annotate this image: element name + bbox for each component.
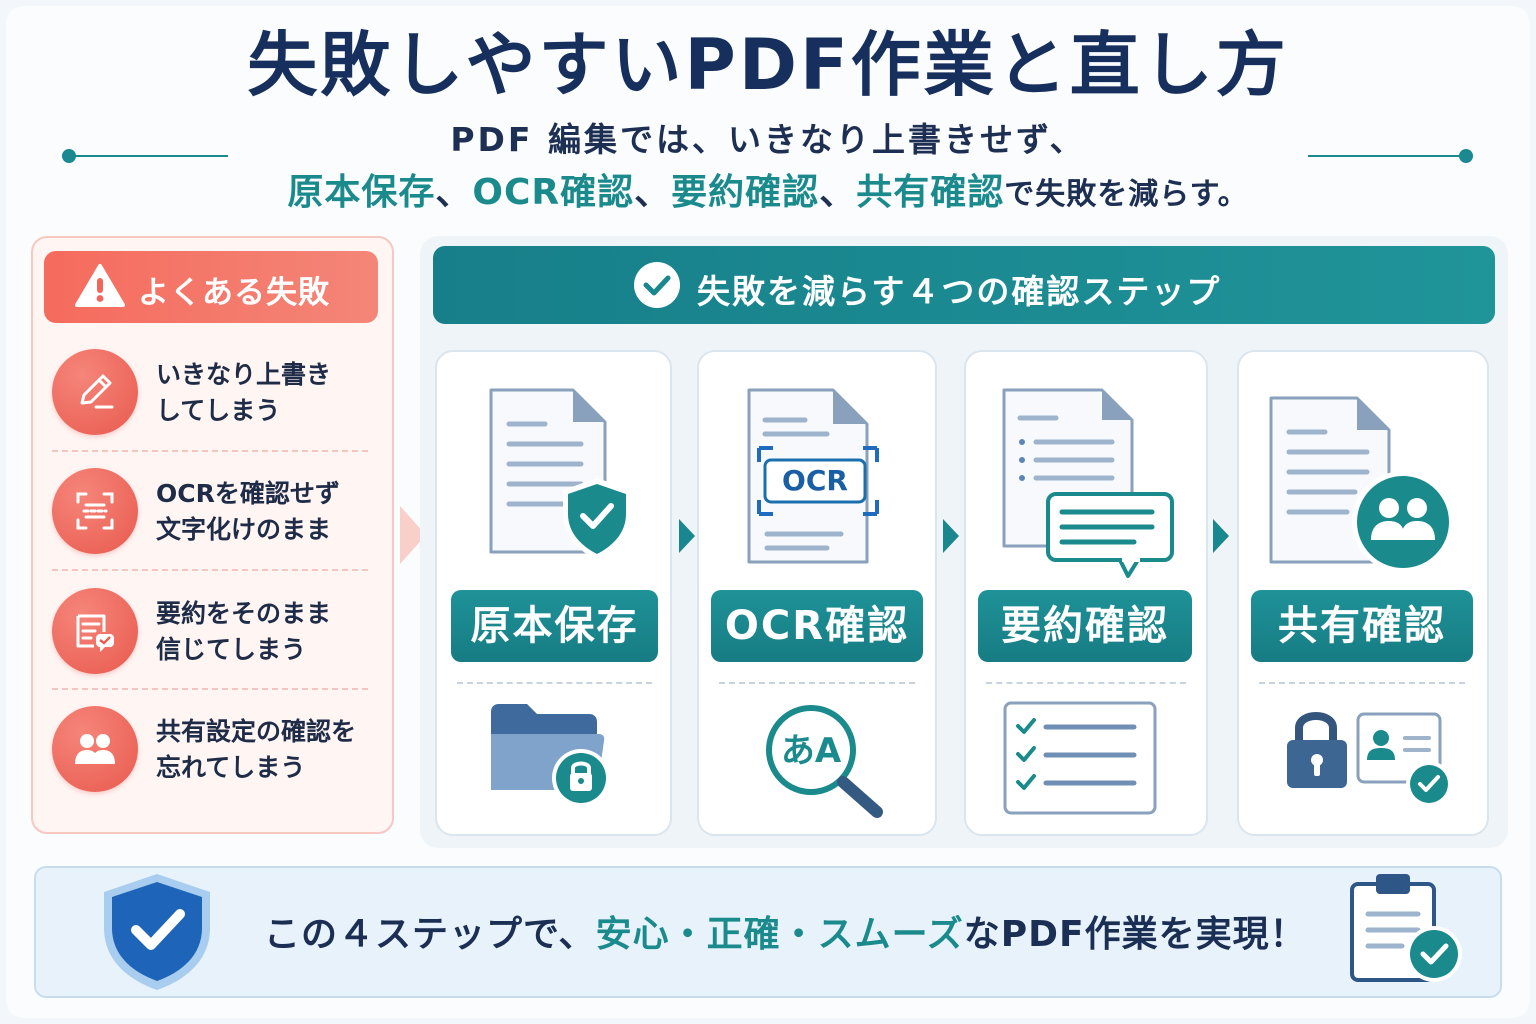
step-card-original-save: 原本保存	[435, 350, 672, 836]
decoration-dot-left	[62, 149, 76, 163]
summary-text-after: なPDF作業を実現！	[963, 914, 1307, 955]
failures-heading-label: よくある失敗	[138, 275, 330, 311]
document-chat-icon	[1002, 388, 1174, 578]
warning-icon	[74, 263, 126, 317]
divider	[986, 682, 1186, 684]
decoration-line-right	[1308, 155, 1466, 157]
checklist-icon	[1003, 701, 1157, 815]
text-magnifier-icon: あA	[766, 705, 883, 818]
divider	[457, 682, 652, 684]
flow-arrow-icon	[1212, 518, 1230, 558]
document-ocr-icon: OCR	[747, 388, 879, 564]
keyword-separator: 、	[634, 172, 672, 213]
keyword-share-check: 共有確認	[856, 172, 1005, 213]
step-card-ocr-check: OCR OCR確認 あA	[697, 350, 937, 836]
flow-arrow-icon	[942, 518, 960, 558]
summary-text: この４ステップで、安心・正確・スムーズなPDF作業を実現！	[264, 910, 1324, 960]
failure-item: 共有設定の確認を 忘れてしまう	[52, 700, 372, 798]
failure-text-line2: 信じてしまう	[156, 635, 307, 664]
pencil-icon	[80, 374, 114, 409]
shield-check-icon	[104, 874, 210, 990]
keyword-separator: 、	[435, 172, 473, 213]
subtitle-tail: で失敗を減らす。	[1004, 177, 1249, 212]
failure-item: OCRを確認せず 文字化けのまま	[52, 462, 372, 560]
summary-text-highlight: 安心・正確・スムーズ	[595, 914, 964, 955]
failure-text-line2: 忘れてしまう	[156, 753, 306, 782]
step-card-share-check: 共有確認	[1237, 350, 1489, 836]
flow-arrow-icon	[398, 504, 428, 570]
failure-text-line2: してしまう	[156, 396, 281, 425]
subtitle-line-2: 原本保存、OCR確認、要約確認、共有確認で失敗を減らす。	[0, 168, 1536, 224]
summary-text-before: この４ステップで、	[264, 914, 596, 955]
step-label: 要約確認	[978, 590, 1192, 662]
magnifier-text: あA	[781, 731, 842, 771]
divider	[1259, 682, 1465, 684]
step-label: 共有確認	[1251, 590, 1473, 662]
keyword-original-save: 原本保存	[287, 172, 436, 213]
padlock-icon	[1287, 712, 1347, 788]
failure-text-line1: OCRを確認せず	[156, 479, 340, 508]
check-circle-icon	[633, 261, 681, 317]
step-label: 原本保存	[451, 590, 658, 662]
failure-text-line1: いきなり上書き	[156, 360, 332, 389]
divider	[52, 688, 368, 690]
document-shield-icon	[489, 388, 631, 560]
document-users-icon	[1269, 396, 1454, 573]
locked-folder-icon	[491, 704, 610, 807]
keyword-ocr-check: OCR確認	[472, 172, 635, 213]
divider	[52, 569, 368, 571]
divider	[52, 450, 368, 452]
id-card-check-icon	[1356, 712, 1452, 807]
failure-text-line1: 共有設定の確認を	[156, 717, 357, 746]
scan-icon	[76, 492, 114, 530]
clipboard-check-icon	[1350, 874, 1462, 982]
failures-heading: よくある失敗	[44, 251, 378, 323]
step-label: OCR確認	[711, 590, 923, 662]
divider	[719, 682, 915, 684]
summary-banner	[34, 866, 1502, 998]
failure-item: いきなり上書き してしまう	[52, 343, 372, 441]
subtitle-line-1: PDF 編集では、いきなり上書きせず、	[450, 120, 1086, 159]
summary-chat-icon	[76, 614, 114, 652]
keyword-separator: 、	[819, 172, 857, 213]
failure-text-line2: 文字化けのまま	[156, 515, 332, 544]
flow-arrow-icon	[678, 518, 696, 558]
steps-heading: 失敗を減らす４つの確認ステップ	[433, 246, 1495, 324]
ocr-label: OCR	[782, 464, 848, 497]
failure-item: 要約をそのまま 信じてしまう	[52, 582, 372, 680]
users-icon	[75, 734, 115, 764]
decoration-line-left	[70, 155, 228, 157]
keyword-summary-check: 要約確認	[671, 172, 820, 213]
failure-text-line1: 要約をそのまま	[156, 599, 332, 628]
step-card-summary-check: 要約確認	[964, 350, 1208, 836]
steps-heading-label: 失敗を減らす４つの確認ステップ	[697, 272, 1222, 311]
decoration-dot-right	[1459, 149, 1473, 163]
page-title: 失敗しやすいPDF作業と直し方	[247, 24, 1289, 106]
